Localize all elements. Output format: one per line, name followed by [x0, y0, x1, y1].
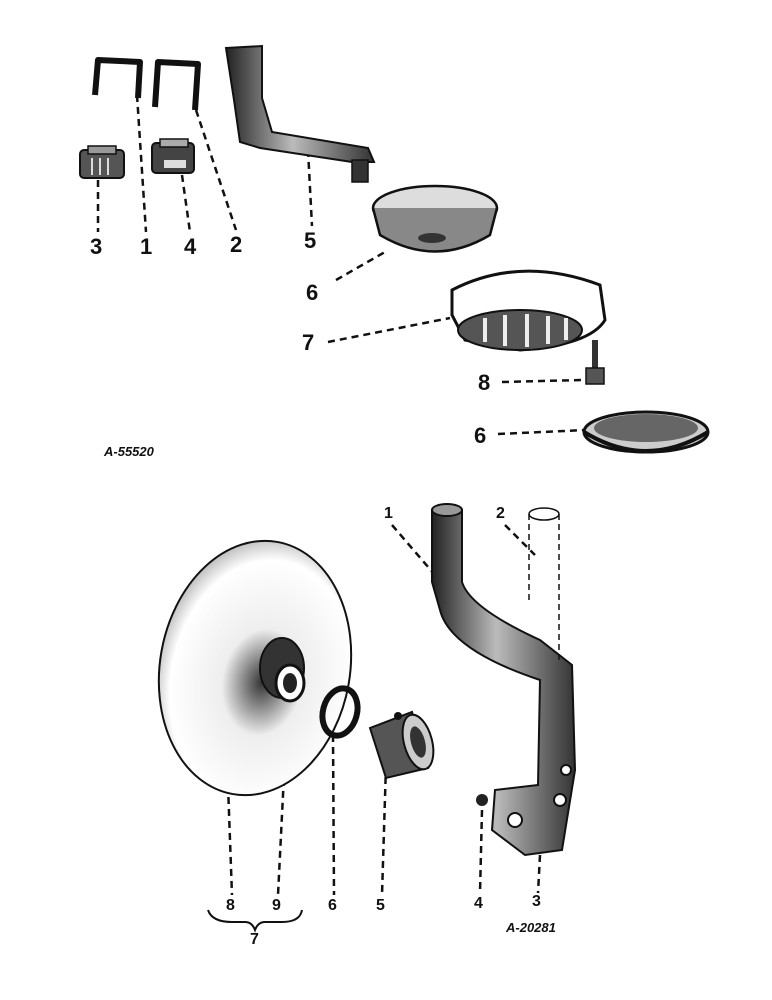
standard-2 — [528, 507, 560, 660]
arm-5 — [224, 44, 376, 183]
tire-7 — [450, 269, 607, 352]
bushing-5 — [368, 710, 435, 780]
standard-1 — [431, 503, 577, 857]
hub-cap-6 — [371, 184, 499, 253]
label-1: 1 — [140, 234, 153, 259]
label-b2: 2 — [496, 505, 505, 522]
label-4: 4 — [184, 234, 197, 259]
label-b9: 9 — [272, 897, 281, 914]
label-b4: 4 — [474, 895, 483, 912]
label-5: 5 — [304, 228, 317, 253]
clamp-3 — [79, 145, 125, 179]
bracket-7 — [207, 909, 303, 933]
figure-code-top: A-55520 — [104, 444, 154, 459]
label-b6: 6 — [328, 897, 337, 914]
label-2: 2 — [230, 232, 243, 257]
ring-6 — [319, 685, 361, 739]
u-bolt-2 — [152, 59, 201, 111]
label-6: 6 — [306, 280, 319, 305]
label-6b: 6 — [474, 423, 487, 448]
fitting-8 — [585, 340, 605, 385]
label-b3: 3 — [532, 893, 541, 910]
label-3: 3 — [90, 234, 103, 259]
label-8: 8 — [478, 370, 491, 395]
label-b7: 7 — [250, 931, 259, 948]
bearing-9 — [274, 663, 306, 703]
label-b8: 8 — [226, 897, 235, 914]
label-b5: 5 — [376, 897, 385, 914]
figure-code-bottom: A-20281 — [506, 920, 556, 935]
disc-8 — [157, 539, 353, 797]
label-b1: 1 — [384, 505, 393, 522]
label-7: 7 — [302, 330, 315, 355]
hub-cap-6b — [582, 410, 710, 454]
u-bolt-1 — [92, 57, 143, 99]
clamp-4 — [151, 138, 195, 174]
nut-4 — [476, 794, 488, 806]
